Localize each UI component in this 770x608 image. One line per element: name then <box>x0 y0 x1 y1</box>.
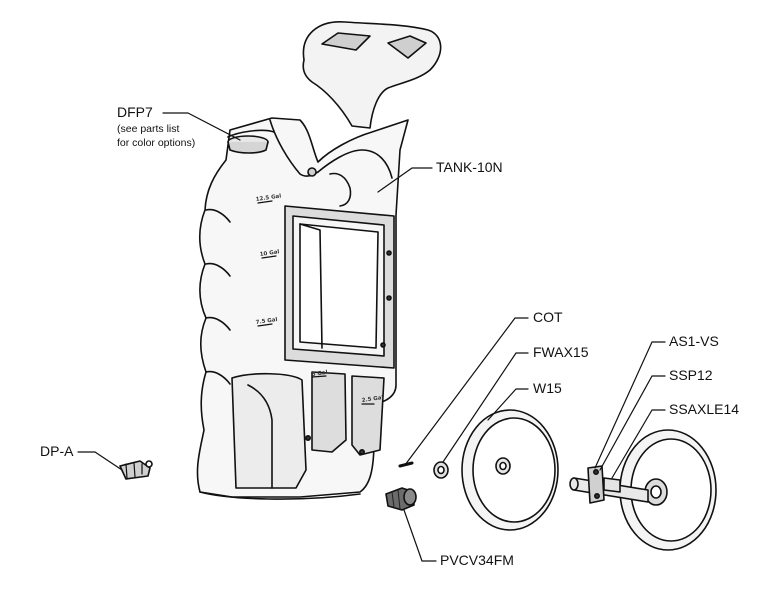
axle-assembly <box>569 429 717 551</box>
tank-body <box>196 21 442 500</box>
label-pvcv34fm: PVCV34FM <box>440 552 514 568</box>
label-dfp7-note-line-1: (see parts list <box>117 123 180 135</box>
label-dfp7-note-line-2: for color options) <box>117 137 196 149</box>
marking-5-gal: 5 Gal <box>311 370 328 378</box>
label-ssp12: SSP12 <box>669 367 713 383</box>
label-as1-vs: AS1-VS <box>669 333 719 349</box>
label-dp-a: DP-A <box>40 443 74 459</box>
label-cot: COT <box>533 309 563 325</box>
label-dfp7: DFP7 <box>117 104 153 120</box>
tank-markings: 12.5 Gal 10 Gal 7.5 Gal 5 Gal 2.5 Gal <box>255 193 384 404</box>
label-w15: W15 <box>533 380 562 396</box>
marking-7-5-gal: 7.5 Gal <box>255 317 278 326</box>
label-tank-10n: TANK-10N <box>436 159 503 175</box>
label-fwax15: FWAX15 <box>533 344 589 360</box>
pvcv34fm-valve <box>385 487 417 511</box>
dfp7-cap <box>227 135 269 154</box>
marking-10-gal: 10 Gal <box>259 249 279 258</box>
fwax15-washer <box>433 461 449 479</box>
marking-12-5-gal: 12.5 Gal <box>255 193 281 203</box>
w15-wheel <box>461 409 559 531</box>
marking-2-5-gal: 2.5 Gal <box>361 395 384 404</box>
dp-a-part <box>119 460 153 480</box>
leader-lines <box>77 112 666 562</box>
label-ssaxle14: SSAXLE14 <box>669 401 740 417</box>
